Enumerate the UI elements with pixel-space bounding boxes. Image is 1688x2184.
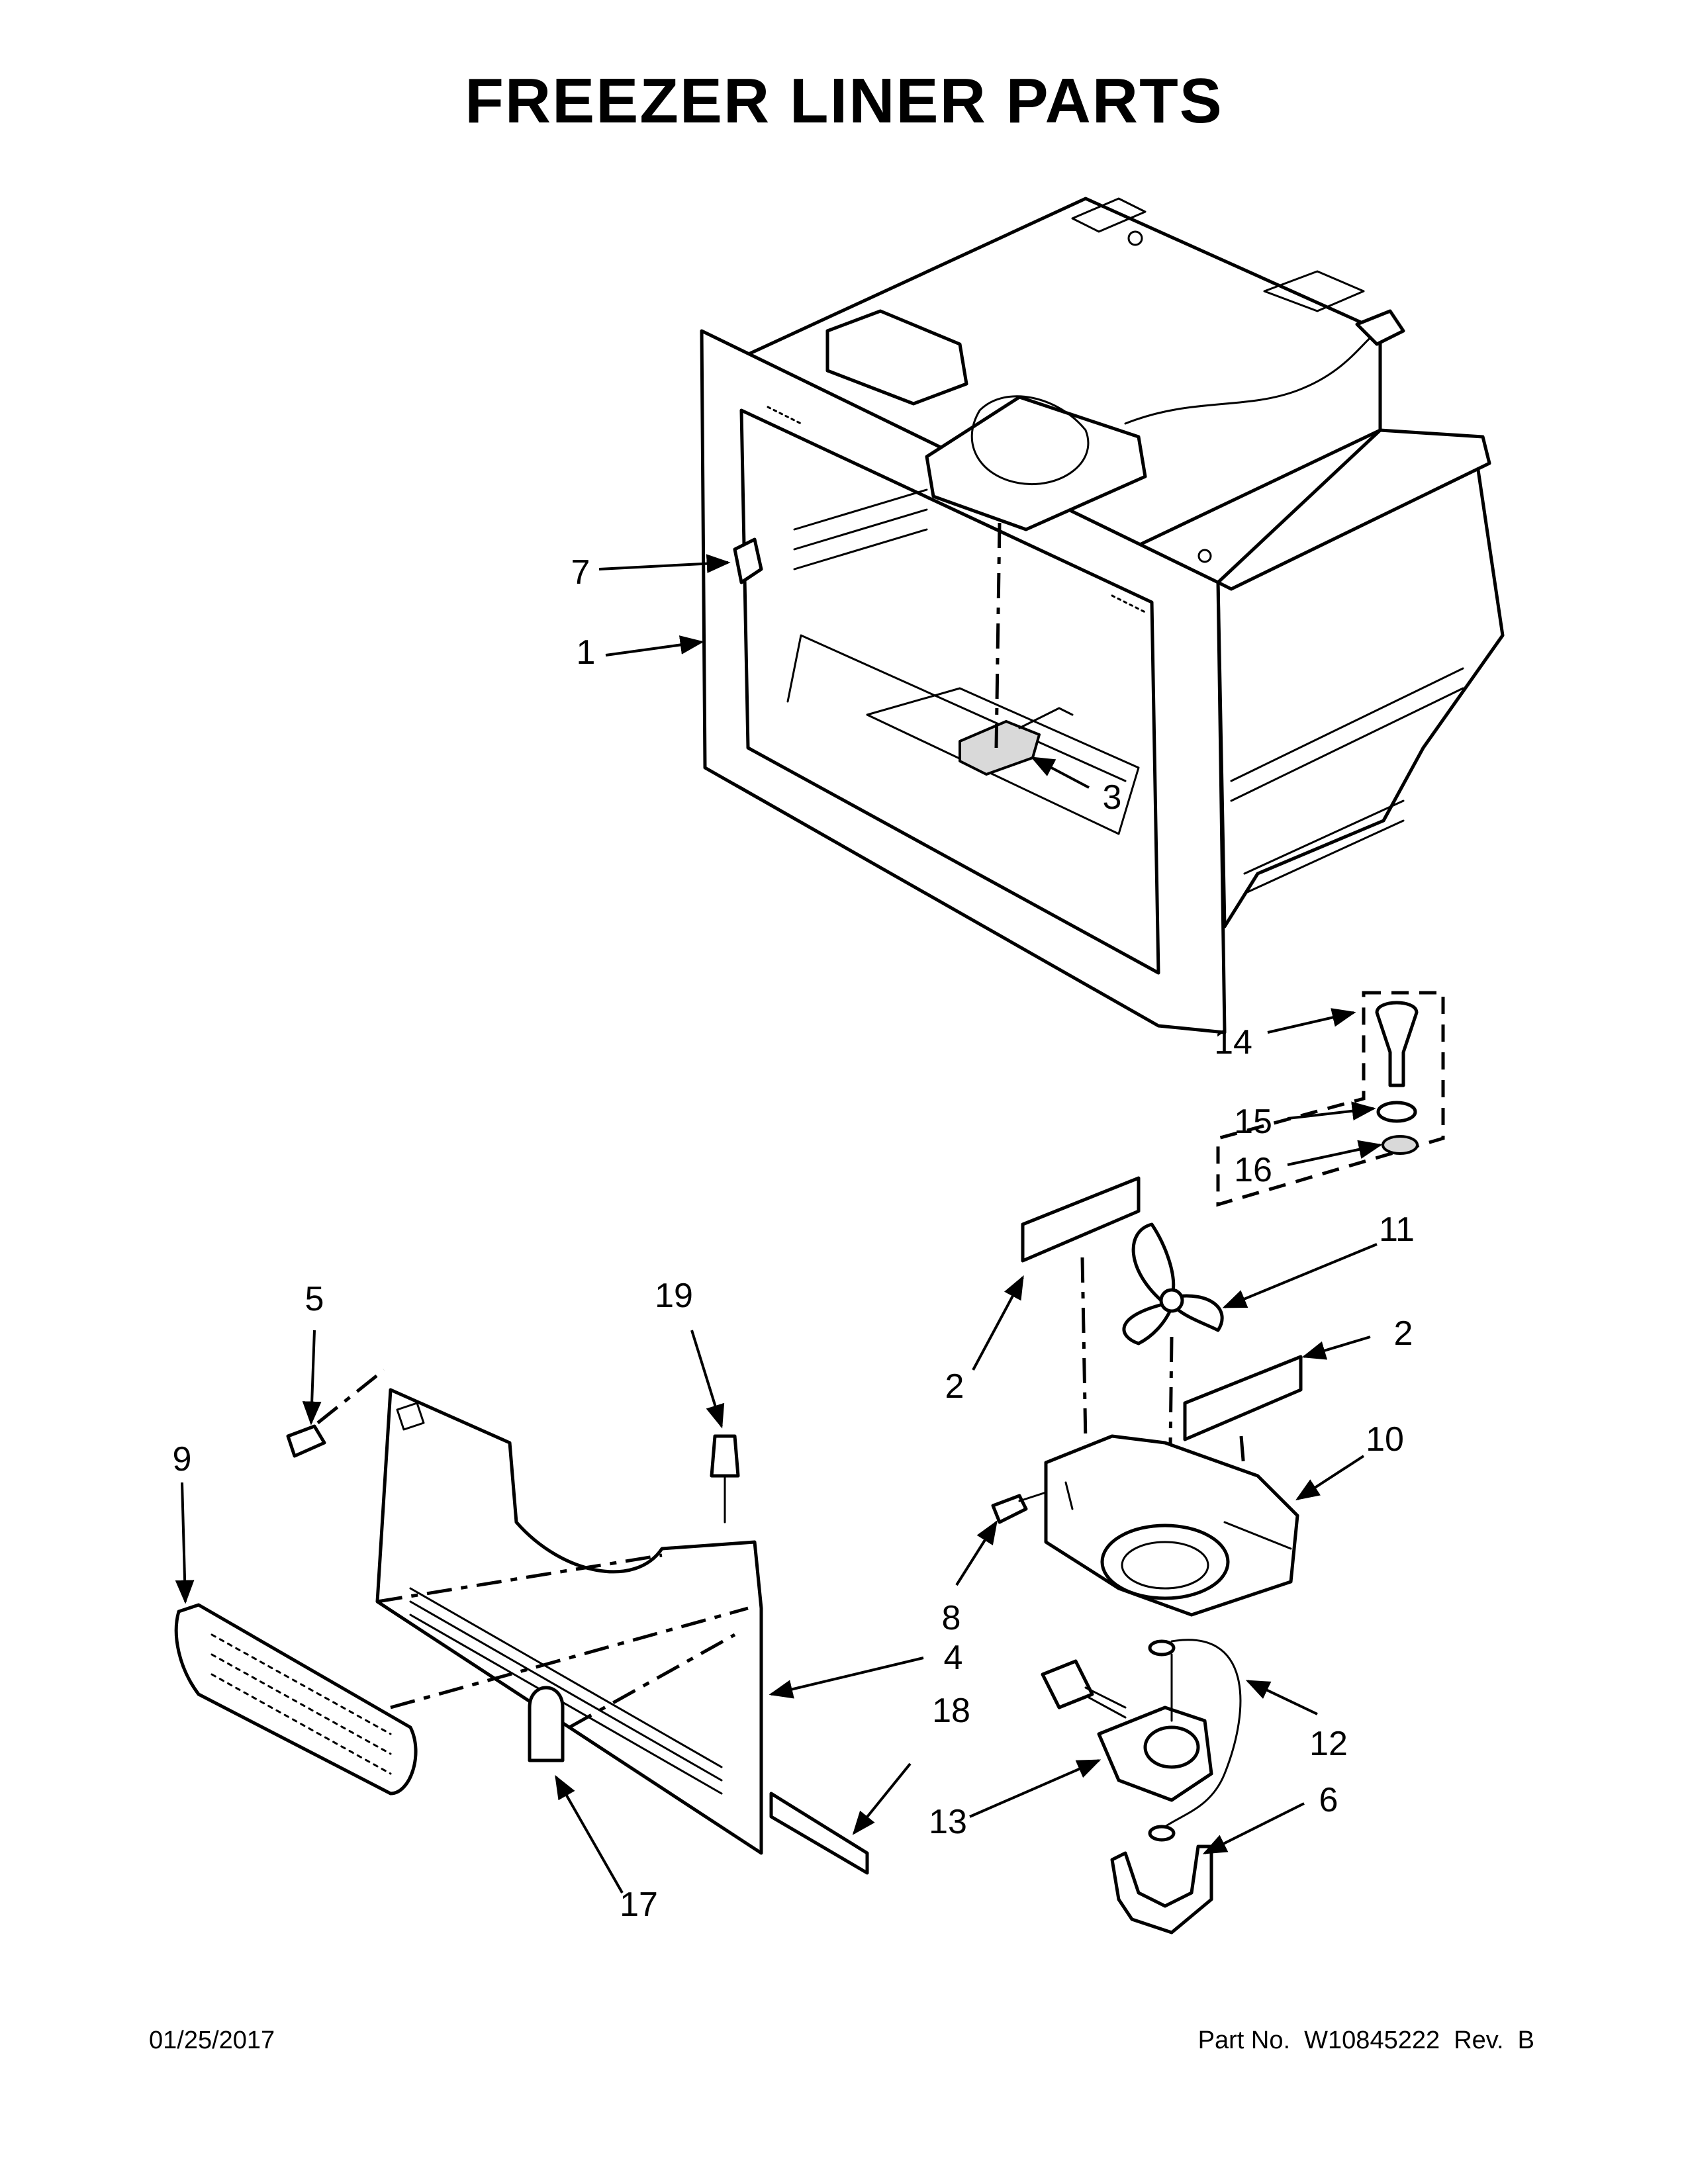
part-9-grille: [174, 1603, 418, 1796]
callout-2-upper: 2: [945, 1367, 964, 1406]
callout-14: 14: [1214, 1023, 1252, 1062]
footer-part-number: Part No. W10845222 Rev. B: [1198, 2026, 1534, 2054]
callout-4: 4: [944, 1639, 963, 1677]
callout-15: 15: [1234, 1103, 1272, 1141]
callout-7: 7: [571, 553, 590, 592]
callout-6: 6: [1319, 1781, 1338, 1819]
part-17-thermistor: [528, 1686, 565, 1762]
callout-12: 12: [1309, 1725, 1348, 1763]
callout-10: 10: [1366, 1420, 1404, 1459]
callout-5: 5: [305, 1280, 324, 1318]
freezer-liner: [700, 197, 1505, 1034]
callout-8: 8: [942, 1599, 961, 1637]
part-18-strip: [769, 1792, 869, 1875]
part-10-fan-shroud: [1044, 1434, 1299, 1617]
callout-16: 16: [1234, 1151, 1272, 1189]
part-5-screw: [286, 1424, 326, 1458]
part-4-evaporator-cover: [375, 1388, 763, 1855]
part-8-screw: [991, 1494, 1028, 1524]
callout-1: 1: [577, 633, 596, 672]
callout-13: 13: [929, 1803, 967, 1841]
part-19-sensor: [710, 1434, 740, 1524]
part-12-wire-harness: [1164, 1639, 1242, 1828]
part-6-motor-bracket: [1110, 1825, 1213, 1934]
drain-kit-parts: [1216, 991, 1445, 1207]
callout-2-lower: 2: [1394, 1314, 1413, 1353]
part-2-foam-lower: [1183, 1355, 1303, 1441]
part-7-clip: [733, 537, 763, 584]
part-11-fan-blade: [1122, 1222, 1224, 1345]
callout-3: 3: [1103, 778, 1122, 817]
part-13-fan-motor: [1041, 1639, 1213, 1802]
footer-date: 01/25/2017: [149, 2026, 275, 2054]
page-title: FREEZER LINER PARTS: [465, 66, 1223, 136]
callout-19: 19: [655, 1277, 693, 1315]
callout-11: 11: [1379, 1210, 1415, 1249]
callout-18: 18: [932, 1692, 970, 1730]
callout-17: 17: [620, 1886, 658, 1924]
part-2-foam-upper: [1021, 1176, 1141, 1263]
callout-9: 9: [173, 1440, 192, 1479]
